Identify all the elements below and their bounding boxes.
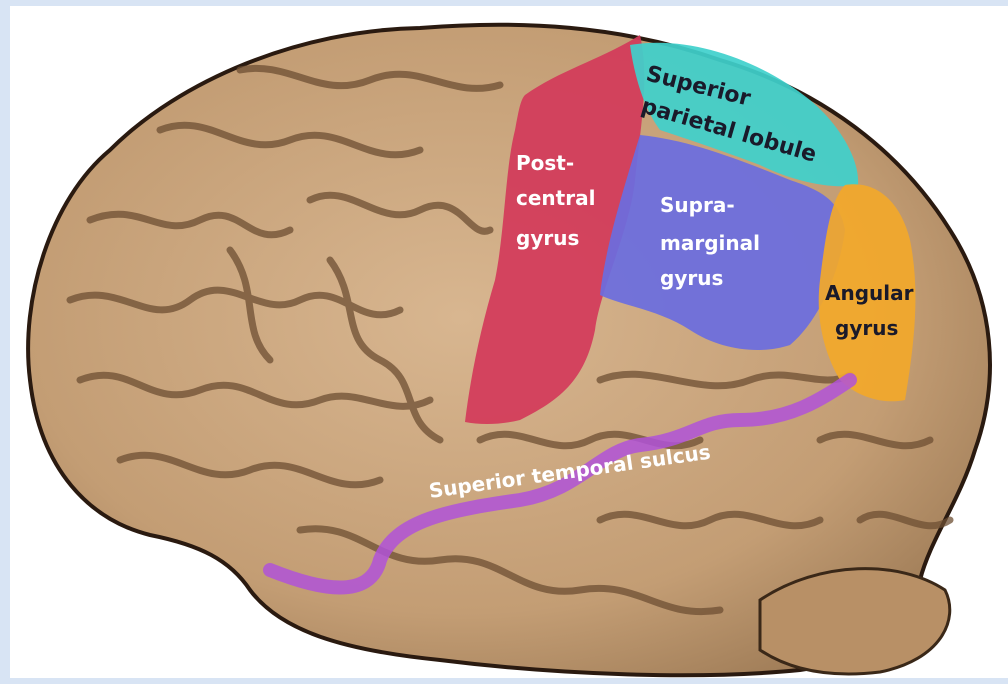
label-supramarginal-line1: Supra- xyxy=(660,193,735,217)
cerebellum xyxy=(760,569,950,674)
label-angular-line1: Angular xyxy=(825,281,914,305)
label-supramarginal-line3: gyrus xyxy=(660,266,723,290)
label-postcentral-line2: central xyxy=(516,186,595,210)
label-postcentral-line3: gyrus xyxy=(516,226,579,250)
label-postcentral-line1: Post- xyxy=(516,151,574,175)
label-angular-line2: gyrus xyxy=(835,316,898,340)
label-supramarginal-line2: marginal xyxy=(660,231,760,255)
